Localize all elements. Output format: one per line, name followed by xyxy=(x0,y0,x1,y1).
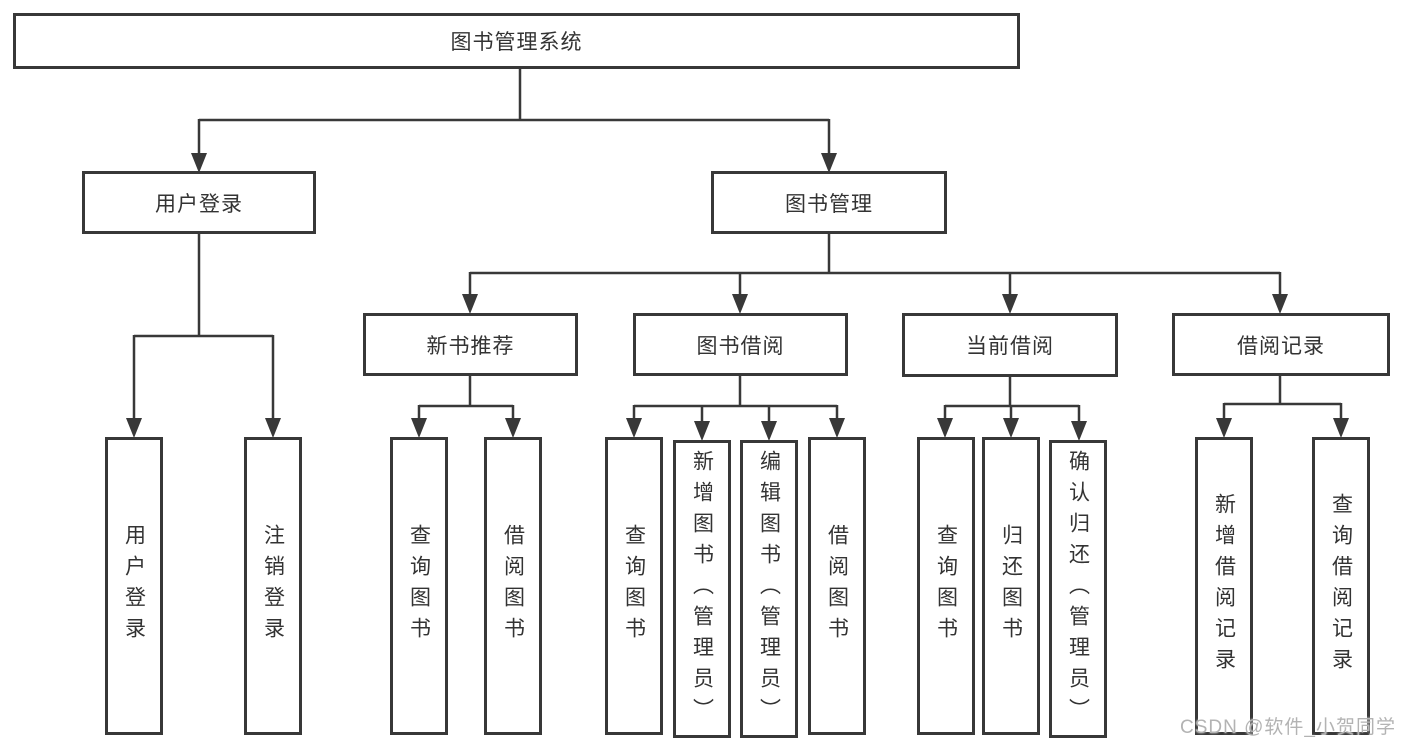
node-root-library-system: 图书管理系统 xyxy=(13,13,1020,69)
leaf-bb-add-book-admin-label: 新增图书（管理员） xyxy=(690,449,714,729)
leaf-br-query-record: 查询借阅记录 xyxy=(1312,437,1370,735)
leaf-bb-borrow-book-label: 借阅图书 xyxy=(825,524,849,648)
node-user-login: 用户登录 xyxy=(82,171,316,234)
node-root-label: 图书管理系统 xyxy=(450,31,583,54)
node-borrow-record-label: 借阅记录 xyxy=(1237,334,1325,358)
leaf-br-add-record-label: 新增借阅记录 xyxy=(1212,493,1236,679)
node-book-borrow: 图书借阅 xyxy=(633,313,848,376)
leaf-cb-return-book-label: 归还图书 xyxy=(999,524,1023,648)
csdn-watermark: CSDN @软件_小贺同学 xyxy=(1180,717,1396,738)
node-book-management-label: 图书管理 xyxy=(785,192,873,216)
leaf-rec-borrow-book: 借阅图书 xyxy=(484,437,542,735)
leaf-bb-edit-book-admin: 编辑图书（管理员） xyxy=(740,440,798,738)
leaf-user-login: 用户登录 xyxy=(105,437,163,735)
node-user-login-label: 用户登录 xyxy=(155,192,243,216)
leaf-cb-return-book: 归还图书 xyxy=(982,437,1040,735)
leaf-br-add-record: 新增借阅记录 xyxy=(1195,437,1253,735)
leaf-cb-query-book: 查询图书 xyxy=(917,437,975,735)
node-new-book-recommend-label: 新书推荐 xyxy=(426,334,515,358)
node-book-borrow-label: 图书借阅 xyxy=(696,334,785,358)
node-book-management: 图书管理 xyxy=(711,171,947,234)
leaf-bb-borrow-book: 借阅图书 xyxy=(808,437,866,735)
leaf-logout-label: 注销登录 xyxy=(261,524,285,648)
leaf-cb-query-book-label: 查询图书 xyxy=(934,524,958,648)
leaf-rec-borrow-book-label: 借阅图书 xyxy=(501,524,525,648)
leaf-cb-confirm-return-admin: 确认归还（管理员） xyxy=(1049,440,1107,738)
leaf-logout: 注销登录 xyxy=(244,437,302,735)
leaf-rec-query-book: 查询图书 xyxy=(390,437,448,735)
node-current-borrow: 当前借阅 xyxy=(902,313,1118,377)
leaf-rec-query-book-label: 查询图书 xyxy=(407,524,431,648)
leaf-user-login-label: 用户登录 xyxy=(122,524,146,648)
node-current-borrow-label: 当前借阅 xyxy=(966,335,1054,358)
leaf-cb-confirm-return-admin-label: 确认归还（管理员） xyxy=(1066,449,1090,729)
leaf-bb-query-book-label: 查询图书 xyxy=(622,524,646,648)
node-borrow-record: 借阅记录 xyxy=(1172,313,1390,376)
leaf-bb-edit-book-admin-label: 编辑图书（管理员） xyxy=(757,449,781,729)
leaf-br-query-record-label: 查询借阅记录 xyxy=(1329,493,1353,679)
leaf-bb-add-book-admin: 新增图书（管理员） xyxy=(673,440,731,738)
leaf-bb-query-book: 查询图书 xyxy=(605,437,663,735)
node-new-book-recommend: 新书推荐 xyxy=(363,313,578,376)
